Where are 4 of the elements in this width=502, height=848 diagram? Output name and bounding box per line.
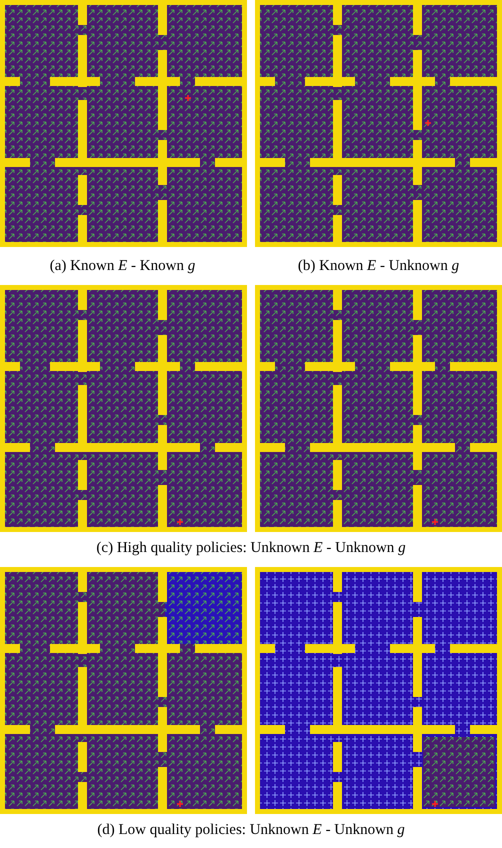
figure-caption: (d) Low quality policies: Unknown E - Unknown g: [97, 822, 405, 838]
figure-caption: (a) Known E - Known g: [50, 258, 196, 274]
figure-caption: (b) Known E - Unknown g: [298, 258, 460, 274]
figure-caption: (c) High quality policies: Unknown E - Unknown g: [96, 540, 406, 556]
